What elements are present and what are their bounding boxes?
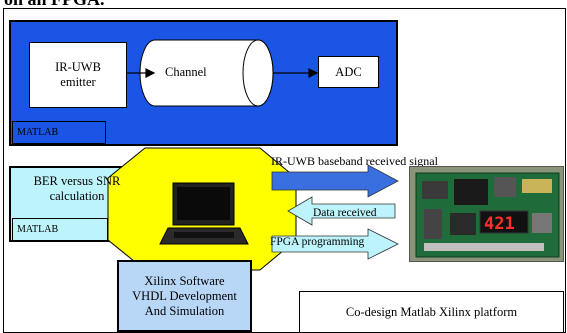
fpga-board-photo: 421 <box>409 166 564 262</box>
data-received-arrow <box>287 196 396 226</box>
xilinx-software-box: Xilinx Software VHDL Development And Sim… <box>117 260 252 332</box>
baseband-signal-label: IR-UWB baseband received signal <box>271 154 438 168</box>
matlab-top-text: MATLAB <box>17 127 59 138</box>
data-received-label: Data received <box>313 207 377 219</box>
fpga-programming-arrow <box>271 228 399 260</box>
ber-label-line1: BER versus SNR <box>33 174 121 188</box>
emitter-label-line1: IR-UWB <box>55 60 101 74</box>
fpga-board-graphic: 421 <box>410 167 563 261</box>
ir-uwb-emitter-box: IR-UWB emitter <box>29 42 127 108</box>
baseband-arrow <box>271 164 399 198</box>
xilinx-line3: And Simulation <box>144 303 225 318</box>
ber-label: BER versus SNR calculation <box>12 174 142 204</box>
emitter-label-line2: emitter <box>60 75 96 89</box>
channel-cylinder <box>139 39 274 107</box>
fpga-programming-label: FPGA programming <box>270 236 365 248</box>
laptop-icon <box>159 182 249 245</box>
channel-label: Channel <box>165 65 207 79</box>
emitter-to-channel-arrow <box>127 68 156 78</box>
channel-to-adc-arrow <box>273 68 319 78</box>
xilinx-line2: VHDL Development <box>132 288 237 303</box>
adc-label: ADC <box>335 64 362 79</box>
codesign-platform-label-box: Co-design Matlab Xilinx platform <box>299 291 564 333</box>
matlab-ber-text: MATLAB <box>17 224 59 235</box>
page-heading: on an FPGA. <box>4 0 105 8</box>
codesign-label: Co-design Matlab Xilinx platform <box>345 304 518 319</box>
xilinx-line1: Xilinx Software <box>144 273 225 288</box>
adc-box: ADC <box>318 56 379 88</box>
ber-label-line2: calculation <box>49 189 105 203</box>
matlab-label-ber: MATLAB <box>12 218 108 241</box>
matlab-label-top: MATLAB <box>12 121 106 144</box>
board-digit-display: 421 <box>484 214 515 234</box>
